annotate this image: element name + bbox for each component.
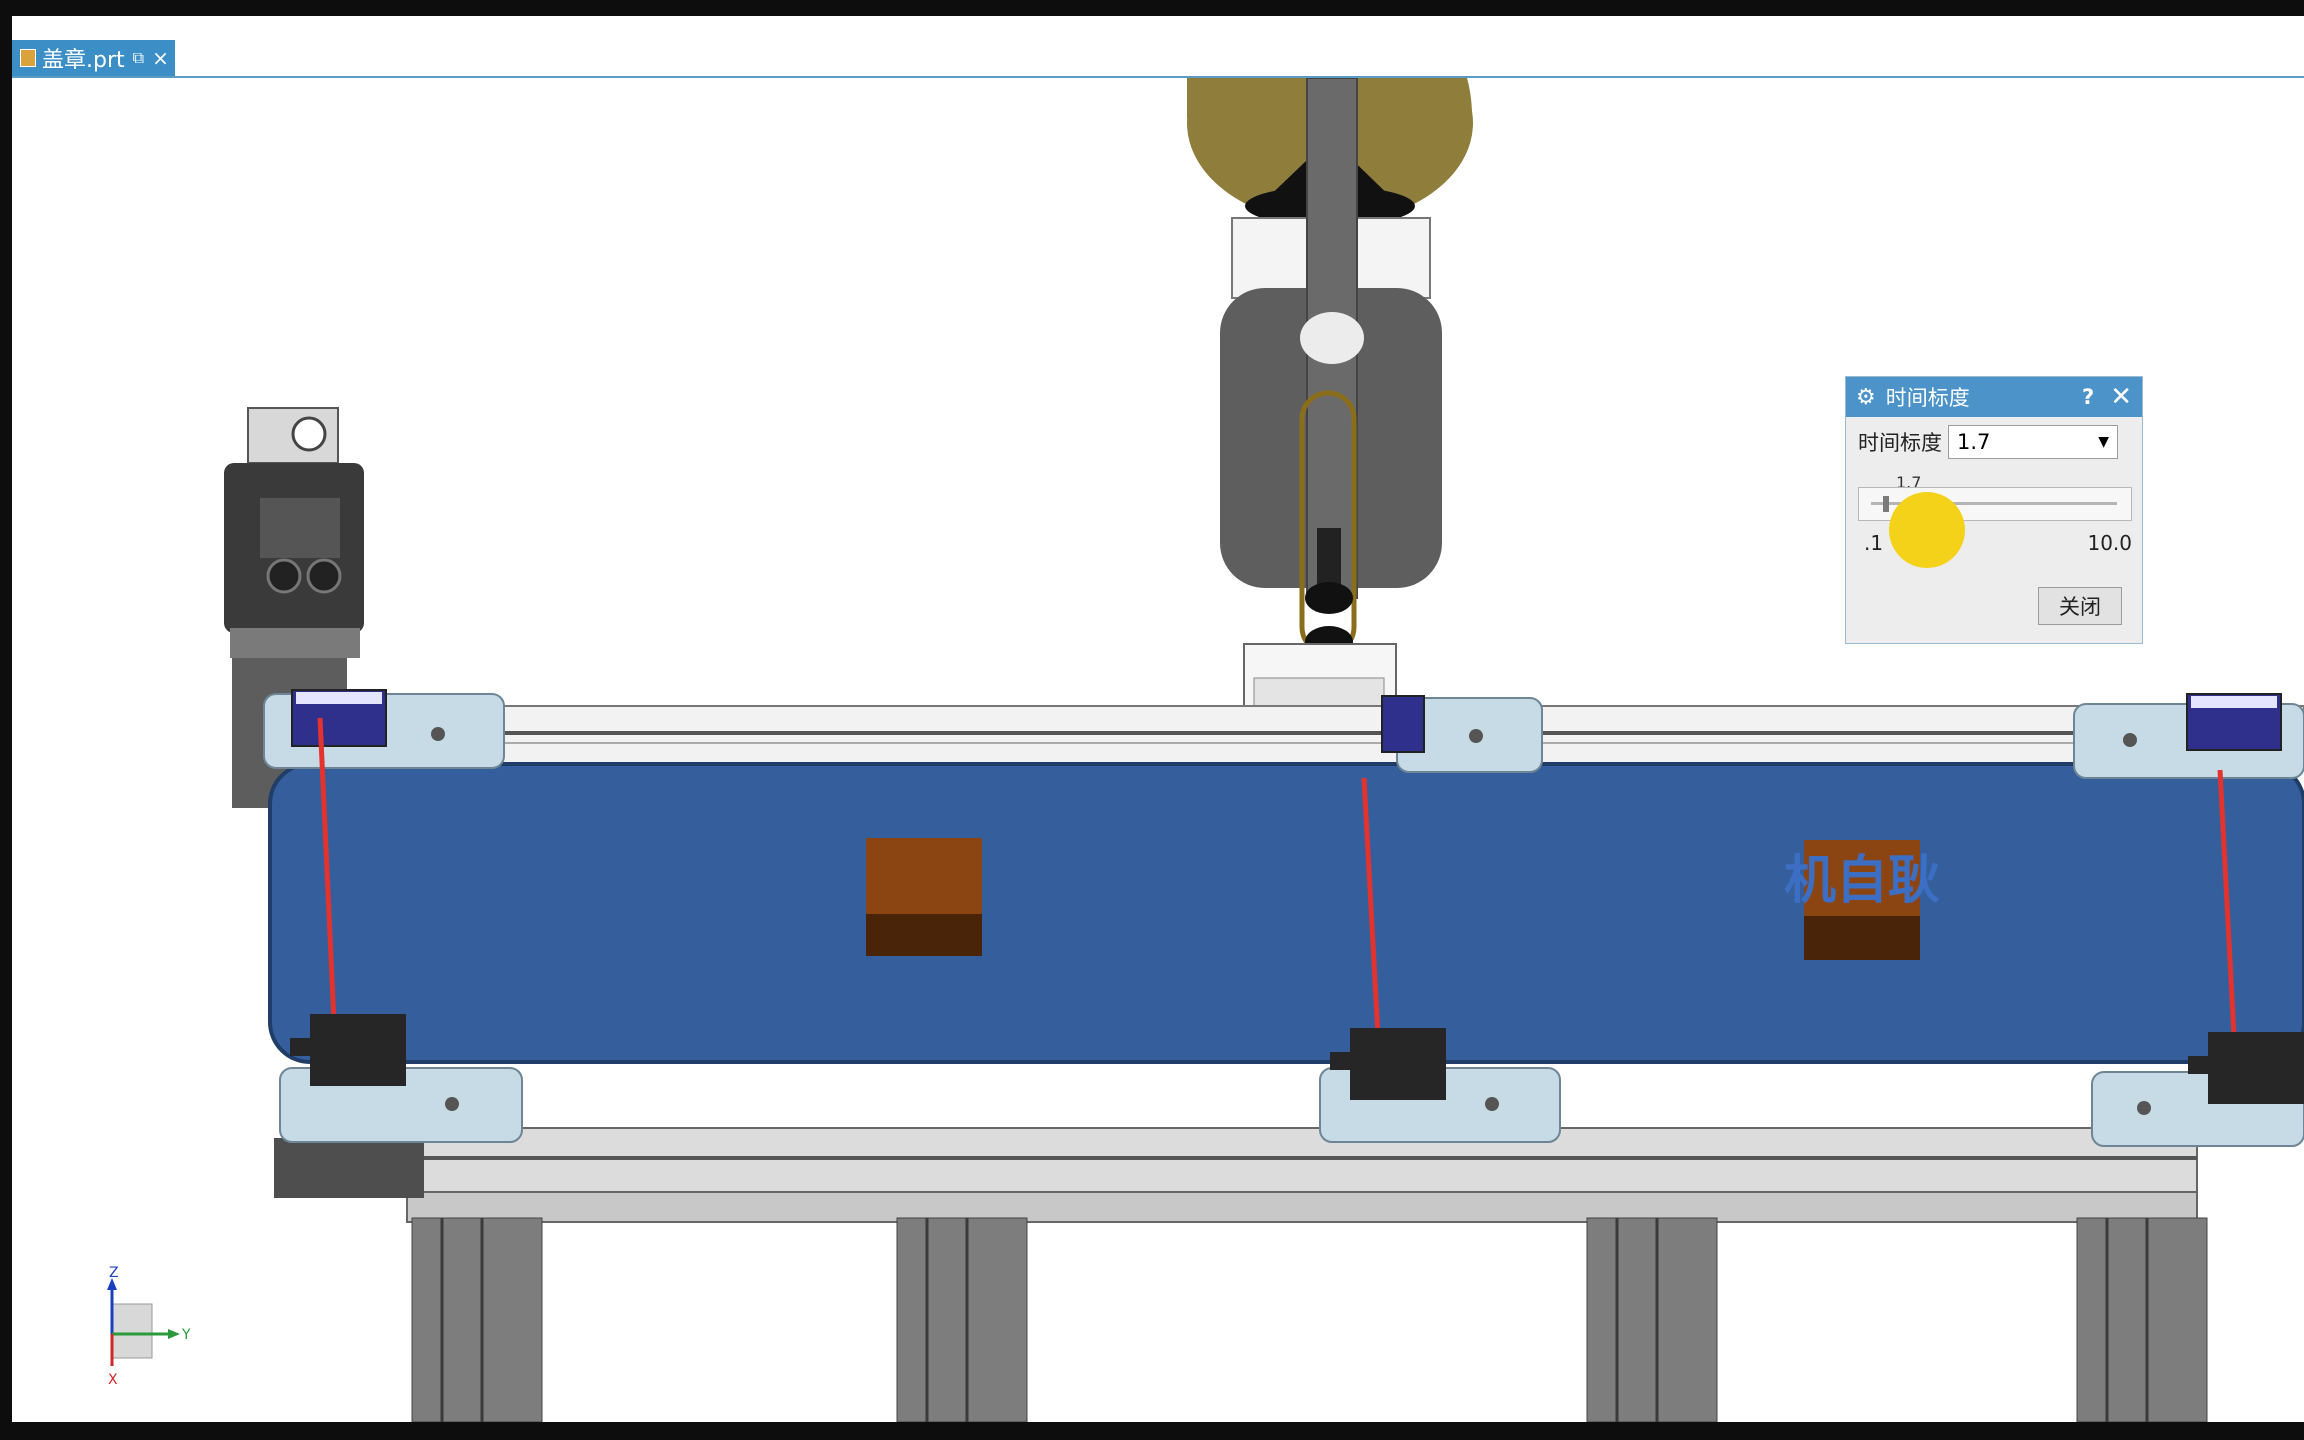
conveyor-scene: 机自耿 Z Y X <box>107 78 2304 1422</box>
time-scale-value: 1.7 <box>1957 430 1991 454</box>
graphics-viewport[interactable]: 机自耿 Z Y X <box>12 78 2304 1422</box>
sensor-beams <box>317 717 2237 1037</box>
axis-z-label: Z <box>109 1265 119 1281</box>
conveyor-belt <box>268 762 2304 1064</box>
nx-window: 盖章.prt ⧉ × <box>12 16 2304 1422</box>
time-scale-dialog: ⚙ 时间标度 ? ✕ 时间标度 1.7 ▼ 1.7 .1 10.0 关闭 <box>1845 376 2143 644</box>
dialog-close-icon[interactable]: ✕ <box>2110 382 2132 412</box>
slider-track <box>1871 502 2117 505</box>
part-file-icon <box>20 49 36 67</box>
slider-thumb[interactable] <box>1883 496 1889 512</box>
stamping-arm <box>1187 78 1473 777</box>
help-button[interactable]: ? <box>2082 385 2095 409</box>
axis-y-label: Y <box>181 1327 191 1343</box>
workpiece-stamped: 机自耿 <box>1784 840 1940 960</box>
tab-close-icon[interactable]: × <box>152 46 169 70</box>
document-tab-bar: 盖章.prt ⧉ × <box>12 26 2304 78</box>
reflectors <box>291 689 2282 753</box>
chevron-down-icon: ▼ <box>2098 434 2109 450</box>
axis-x-label: X <box>108 1372 118 1388</box>
pin-icon[interactable]: ⧉ <box>132 48 145 67</box>
workpiece-plain <box>866 838 982 956</box>
time-scale-label: 时间标度 <box>1858 431 1942 455</box>
dialog-title: 时间标度 <box>1885 386 1970 410</box>
cursor-highlight <box>1889 492 1965 568</box>
conveyor-frame <box>271 705 2304 1422</box>
time-scale-dropdown[interactable]: 1.7 ▼ <box>1948 425 2118 459</box>
dialog-header: ⚙ 时间标度 ? ✕ <box>1846 377 2142 417</box>
document-tab-label: 盖章.prt <box>42 48 125 73</box>
photo-sensors <box>290 1014 2304 1104</box>
stamp-imprint-text: 机自耿 <box>1784 851 1940 911</box>
drag-handle[interactable] <box>1220 16 1320 22</box>
document-tab[interactable]: 盖章.prt ⧉ × <box>12 40 175 76</box>
slider-min-label: .1 <box>1864 531 1884 555</box>
close-button[interactable]: 关闭 <box>2038 587 2122 625</box>
coordinate-triad: Z Y X <box>107 1265 191 1388</box>
slider-max-label: 10.0 <box>2087 531 2132 555</box>
gear-icon: ⚙ <box>1856 384 1876 410</box>
